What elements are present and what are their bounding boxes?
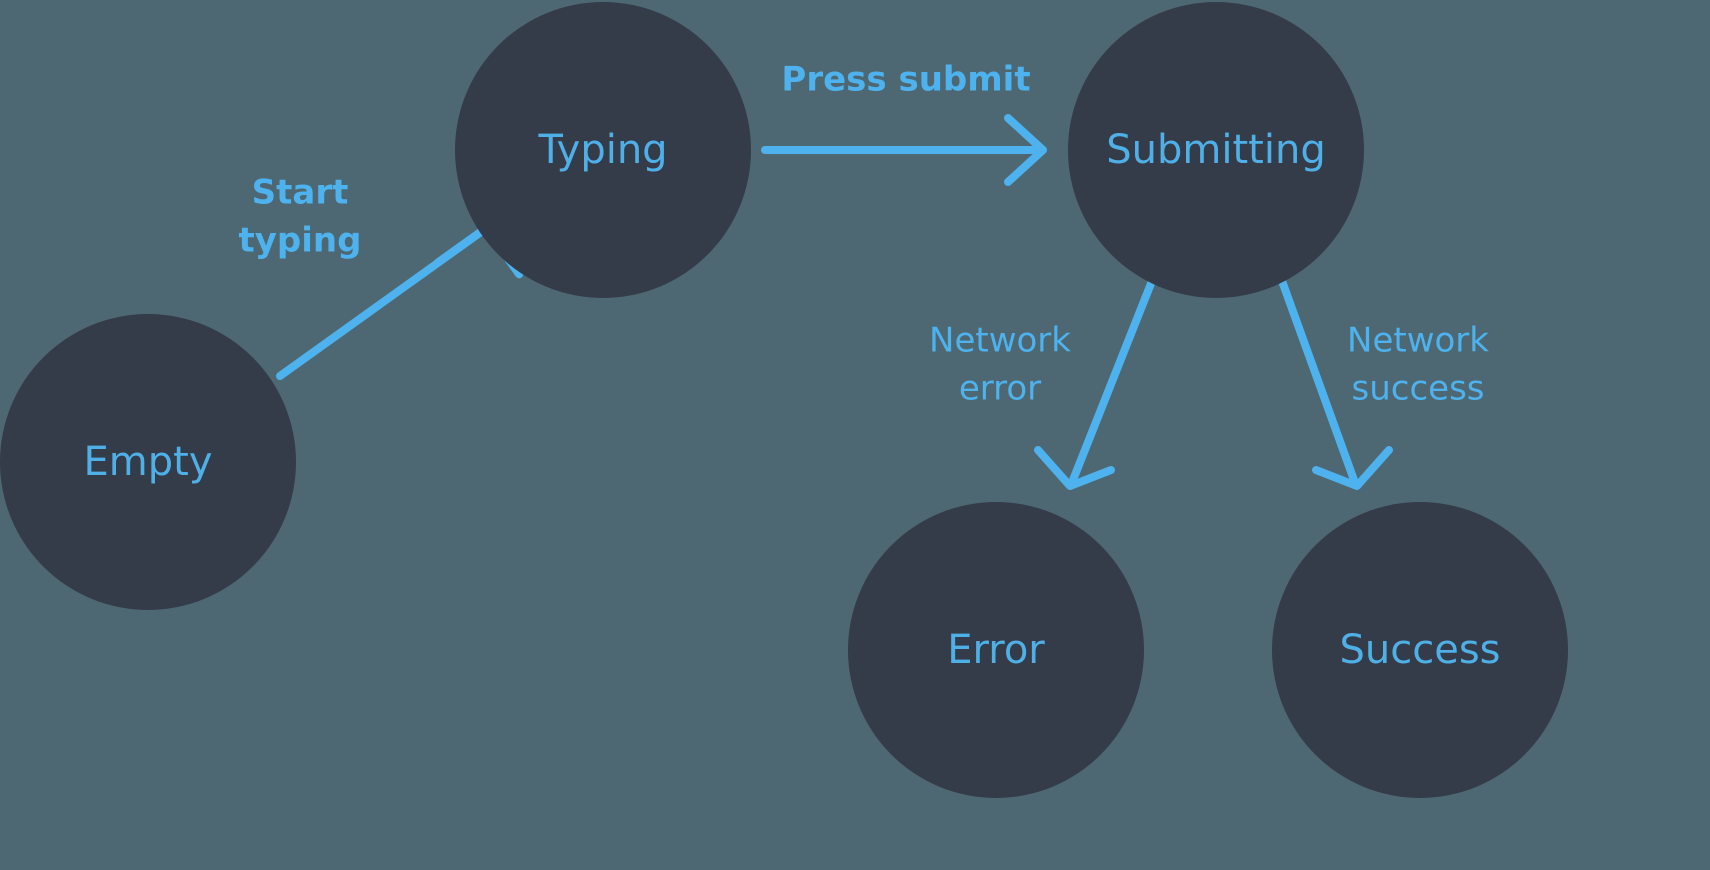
edge-submitting-to-success-line bbox=[1278, 277, 1358, 484]
edge-label-network-error: Network error bbox=[929, 321, 1071, 409]
edge-label-start-typing-line1: Start bbox=[252, 173, 349, 213]
node-typing[interactable]: Typing bbox=[455, 2, 751, 298]
edge-typing-to-submitting bbox=[761, 114, 1047, 186]
node-success-label: Success bbox=[1339, 627, 1500, 673]
edge-label-network-success-line1: Network bbox=[1347, 321, 1489, 361]
edge-submitting-to-error-line bbox=[1069, 277, 1156, 484]
edge-label-press-submit: Press submit bbox=[781, 60, 1030, 100]
edge-label-start-typing: Start typing bbox=[239, 173, 362, 261]
node-submitting-circle[interactable] bbox=[1068, 2, 1364, 298]
node-empty[interactable]: Empty bbox=[0, 314, 296, 610]
edge-typing-to-submitting-arrowhead bbox=[1004, 114, 1047, 186]
edge-label-network-success-line2: success bbox=[1352, 369, 1485, 409]
node-empty-label: Empty bbox=[84, 439, 213, 485]
edge-submitting-to-error bbox=[1034, 277, 1156, 490]
node-typing-circle[interactable] bbox=[455, 2, 751, 298]
node-error-circle[interactable] bbox=[848, 502, 1144, 798]
edge-label-network-error-line2: error bbox=[959, 369, 1041, 409]
node-success[interactable]: Success bbox=[1272, 502, 1568, 798]
edge-label-network-success: Network success bbox=[1347, 321, 1489, 409]
node-empty-circle[interactable] bbox=[0, 314, 296, 610]
edge-label-press-submit-line1: Press submit bbox=[781, 60, 1030, 100]
edge-label-start-typing-line2: typing bbox=[239, 221, 362, 261]
edge-submitting-to-error-arrowhead bbox=[1034, 446, 1115, 490]
node-submitting-label: Submitting bbox=[1106, 127, 1325, 173]
edge-submitting-to-success-arrowhead bbox=[1312, 446, 1393, 490]
node-typing-label: Typing bbox=[537, 127, 667, 173]
node-success-circle[interactable] bbox=[1272, 502, 1568, 798]
edge-label-network-error-line1: Network bbox=[929, 321, 1071, 361]
node-error[interactable]: Error bbox=[848, 502, 1144, 798]
node-submitting[interactable]: Submitting bbox=[1068, 2, 1364, 298]
edge-submitting-to-success bbox=[1278, 277, 1393, 490]
node-error-label: Error bbox=[947, 627, 1045, 673]
